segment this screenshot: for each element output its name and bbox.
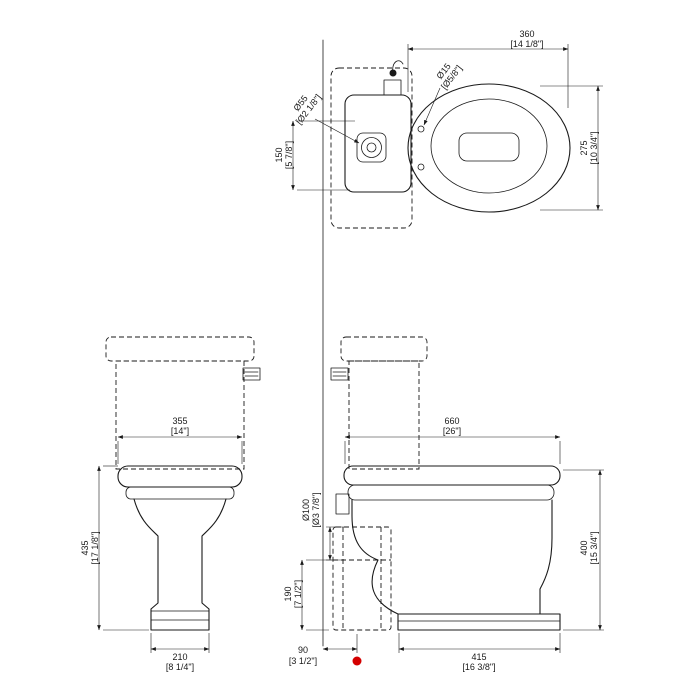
seat-fixing-hole-top: [417, 125, 425, 133]
inlet-valve-body: [383, 79, 402, 96]
seat-fixing-hole-bottom: [417, 163, 425, 171]
rim-lip-front: [125, 486, 235, 500]
dim-tank-width: 355 [14"]: [117, 416, 243, 464]
bowl-inner-rim-plan: [430, 98, 548, 194]
dim-100-inch: [Ø3 7/8"]: [311, 492, 321, 527]
dim-base-depth: 415 [16 3/8"]: [398, 633, 561, 672]
dim-415-mm: 415: [471, 652, 486, 662]
dim-660-inch: [26"]: [443, 426, 461, 436]
flush-button-outer: [361, 137, 382, 158]
front-view: [105, 336, 261, 631]
dim-360-mm: 360: [519, 29, 534, 39]
side-view: [330, 336, 561, 631]
base-plinth-side: [397, 613, 561, 631]
leader-line: [314, 118, 360, 144]
flush-button-inner: [366, 142, 377, 153]
dim-210-mm: 210: [172, 652, 187, 662]
red-marker-dot: [352, 656, 362, 666]
dim-660-mm: 660: [444, 416, 459, 426]
water-surface-plan: [458, 132, 520, 162]
leader-line: [423, 87, 441, 126]
dim-190-mm: 190: [283, 586, 293, 601]
dim-90-inch: [3 1/2"]: [289, 656, 317, 666]
dim-outlet-height: 190 [7 1/2"]: [283, 559, 338, 631]
dim-400-inch: [15 3/4"]: [589, 531, 599, 564]
tank-lid-hidden-side: [340, 336, 428, 362]
dim-210-inch: [8 1/4"]: [166, 662, 194, 672]
top-plan-view: [330, 60, 571, 229]
bowl-front-column-side: [539, 499, 553, 615]
tank-hidden-front: [115, 360, 245, 470]
flush-lever-side: [330, 367, 349, 381]
flush-button-plate: [356, 132, 387, 163]
tank-outline-plan: [344, 94, 412, 193]
dim-90-mm: 90: [298, 645, 308, 655]
dim-415-inch: [16 3/8"]: [462, 662, 495, 672]
flush-lever-front: [242, 367, 261, 381]
dim-front-height: 435 [17 1/8"]: [80, 465, 149, 631]
dim-bowl-width: 360 [14 1/8"]: [407, 29, 569, 108]
pedestal-front: [133, 498, 227, 631]
dim-355-mm: 355: [172, 416, 187, 426]
dim-side-height: 400 [15 3/4"]: [563, 469, 604, 631]
dim-275-inch: [10 3/4"]: [589, 131, 599, 164]
dim-150-inch: [5 7/8"]: [284, 141, 294, 169]
dim-150-mm: 150: [274, 147, 284, 162]
rim-side: [347, 484, 555, 501]
dim-360-inch: [14 1/8"]: [510, 39, 543, 49]
dim-bowl-depth: 275 [10 3/4"]: [540, 85, 603, 211]
bowl-outer-rim-plan: [407, 83, 571, 213]
dim-275-mm: 275: [579, 140, 589, 155]
inlet-hose-curve: [392, 60, 404, 74]
soil-pipe-hidden-outline: [332, 526, 392, 631]
dim-435-mm: 435: [80, 540, 90, 555]
tank-hidden-side: [348, 360, 420, 470]
dim-435-inch: [17 1/8"]: [90, 531, 100, 564]
dim-190-inch: [7 1/2"]: [293, 580, 303, 608]
dim-355-inch: [14"]: [171, 426, 189, 436]
dim-100-mm: Ø100: [301, 499, 311, 521]
dim-400-mm: 400: [579, 540, 589, 555]
dim-button-offset: 150 [5 7/8"]: [274, 120, 355, 191]
dim-base-width: 210 [8 1/4"]: [150, 633, 210, 672]
dim-outlet-offset: 90 [3 1/2"]: [289, 634, 362, 666]
tank-hidden-outline-plan: [330, 67, 413, 229]
flush-bend-side: [335, 493, 350, 515]
dim-total-depth: 660 [26"]: [344, 416, 561, 464]
